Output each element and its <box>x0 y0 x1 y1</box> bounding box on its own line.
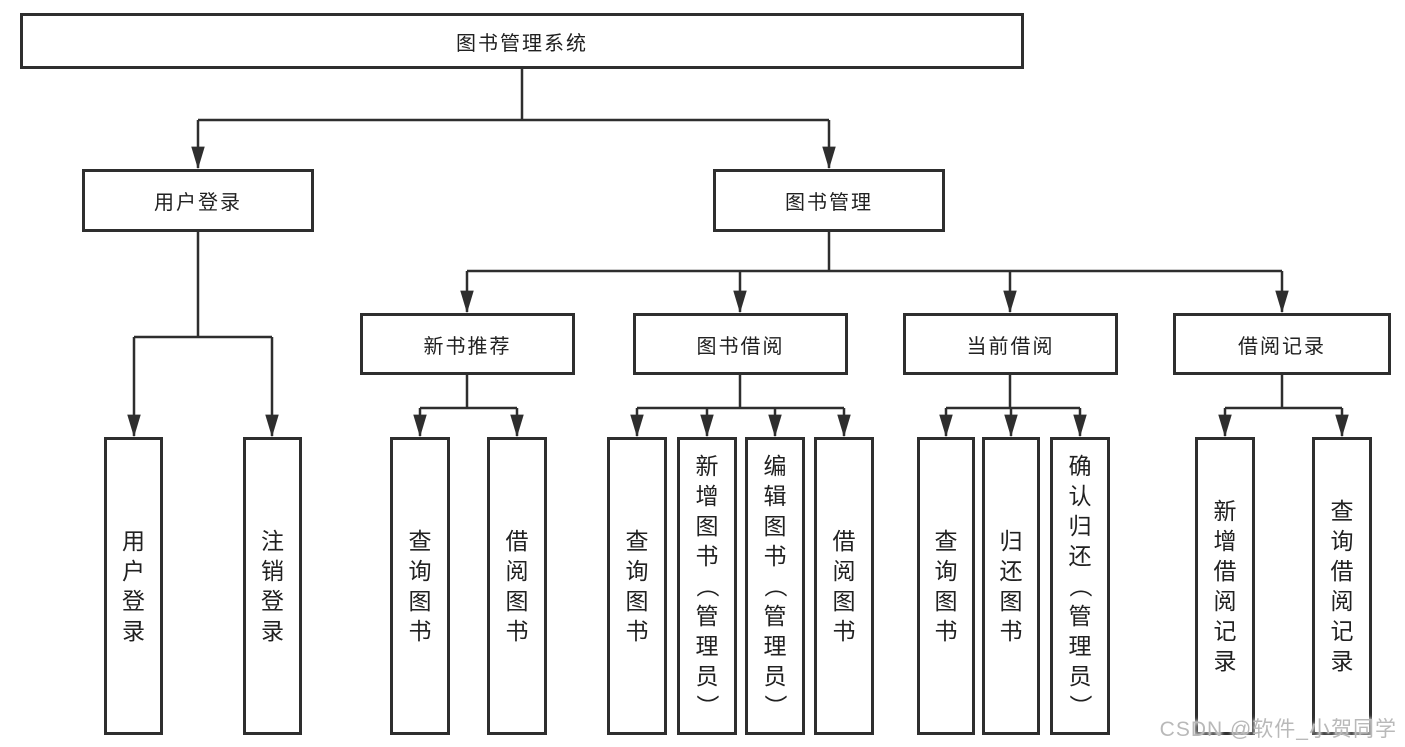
leaf-query-books-3: 查询图书 <box>917 437 975 735</box>
leaf-query-borrow-record: 查询借阅记录 <box>1312 437 1372 735</box>
node-book-management: 图书管理 <box>713 169 945 232</box>
node-book-borrowing: 图书借阅 <box>633 313 848 375</box>
node-user-login: 用户登录 <box>82 169 314 232</box>
node-label: 查询借阅记录 <box>1330 498 1354 674</box>
leaf-user-login: 用户登录 <box>104 437 163 735</box>
node-label: 图书管理系统 <box>456 32 588 55</box>
node-label: 新书推荐 <box>423 335 512 358</box>
node-current-borrowing: 当前借阅 <box>903 313 1118 375</box>
node-label: 当前借阅 <box>966 335 1055 358</box>
node-label: 用户登录 <box>122 528 145 644</box>
node-label: 图书借阅 <box>696 335 785 358</box>
node-label: 查询图书 <box>625 528 649 644</box>
node-label: 用户登录 <box>154 192 242 214</box>
leaf-return-books: 归还图书 <box>982 437 1040 735</box>
node-new-book-recommendation: 新书推荐 <box>360 313 575 375</box>
leaf-borrow-books: 借阅图书 <box>487 437 547 735</box>
leaf-query-books: 查询图书 <box>390 437 450 735</box>
node-label: 借阅记录 <box>1238 335 1326 358</box>
node-label: 归还图书 <box>999 528 1023 644</box>
node-label: 借阅图书 <box>505 528 529 644</box>
node-label: 确认归还（管理员） <box>1067 453 1093 718</box>
node-label: 借阅图书 <box>832 528 856 644</box>
leaf-logout: 注销登录 <box>243 437 302 735</box>
leaf-confirm-return-admin: 确认归还（管理员） <box>1050 437 1110 735</box>
leaf-edit-books-admin: 编辑图书（管理员） <box>745 437 805 735</box>
node-library-management-system: 图书管理系统 <box>20 13 1024 69</box>
csdn-watermark: CSDN @软件_小贺同学 <box>1159 718 1397 741</box>
node-label: 注销登录 <box>261 528 284 644</box>
leaf-borrow-books-2: 借阅图书 <box>814 437 874 735</box>
node-label: 新增借阅记录 <box>1213 498 1237 674</box>
leaf-add-borrow-record: 新增借阅记录 <box>1195 437 1255 735</box>
leaf-query-books-2: 查询图书 <box>607 437 667 735</box>
node-label: 查询图书 <box>934 528 958 644</box>
node-label: 编辑图书（管理员） <box>762 453 788 718</box>
node-label: 新增图书（管理员） <box>694 453 720 718</box>
node-borrowing-records: 借阅记录 <box>1173 313 1391 375</box>
leaf-add-books-admin: 新增图书（管理员） <box>677 437 737 735</box>
node-label: 查询图书 <box>408 528 432 644</box>
node-label: 图书管理 <box>785 192 873 214</box>
